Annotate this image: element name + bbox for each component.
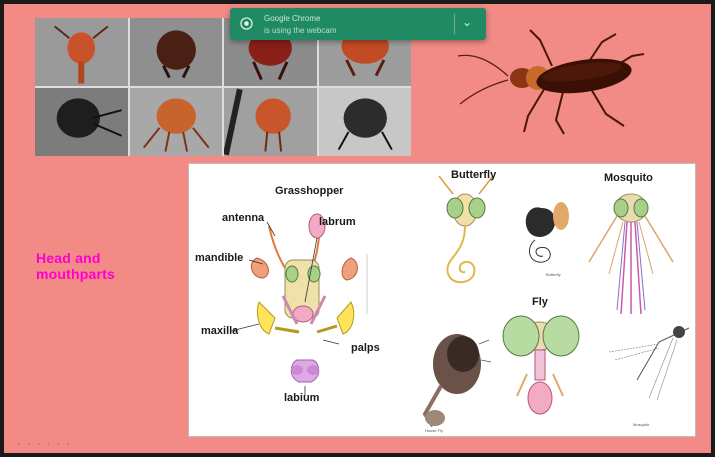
mosquito-title: Mosquito xyxy=(604,172,653,184)
chrome-webcam-notification[interactable]: Google Chrome is using the webcam ⌄ xyxy=(230,8,486,40)
notification-title: Google Chrome xyxy=(264,14,320,23)
label-palps: palps xyxy=(351,342,380,354)
heading-line-2: mouthparts xyxy=(36,266,115,282)
ant-photo-7 xyxy=(224,88,317,156)
footer-dots: • • • • • • xyxy=(18,442,72,448)
label-labium: labium xyxy=(284,392,319,404)
notification-divider xyxy=(454,14,455,34)
notification-message: is using the webcam xyxy=(264,26,336,35)
label-mandible: mandible xyxy=(195,252,243,264)
camera-icon xyxy=(240,17,253,30)
ant-photo-5 xyxy=(35,88,128,156)
slide: Google Chrome is using the webcam ⌄ Head… xyxy=(4,4,711,453)
ant-photo-2 xyxy=(130,18,223,86)
mouthparts-illustration xyxy=(189,164,695,436)
label-antenna: antenna xyxy=(222,212,264,224)
ant-photo-6 xyxy=(130,88,223,156)
label-labrum: labrum xyxy=(319,216,356,228)
label-maxilla: maxilla xyxy=(201,325,238,337)
fly-caption: House Fly xyxy=(425,428,443,433)
butterfly-title: Butterfly xyxy=(451,169,496,181)
fly-title: Fly xyxy=(532,296,548,308)
heading-line-1: Head and xyxy=(36,250,115,266)
mosquito-caption: Mosquito xyxy=(633,422,649,427)
grasshopper-title: Grasshopper xyxy=(275,185,343,197)
ant-photo-8 xyxy=(319,88,412,156)
butterfly-caption: Butterfly xyxy=(546,272,561,277)
slide-heading: Head and mouthparts xyxy=(36,250,115,282)
cockroach-image xyxy=(456,26,646,136)
ant-photo-1 xyxy=(35,18,128,86)
mouthparts-diagram: Grasshopper antenna labrum mandible maxi… xyxy=(188,163,696,437)
